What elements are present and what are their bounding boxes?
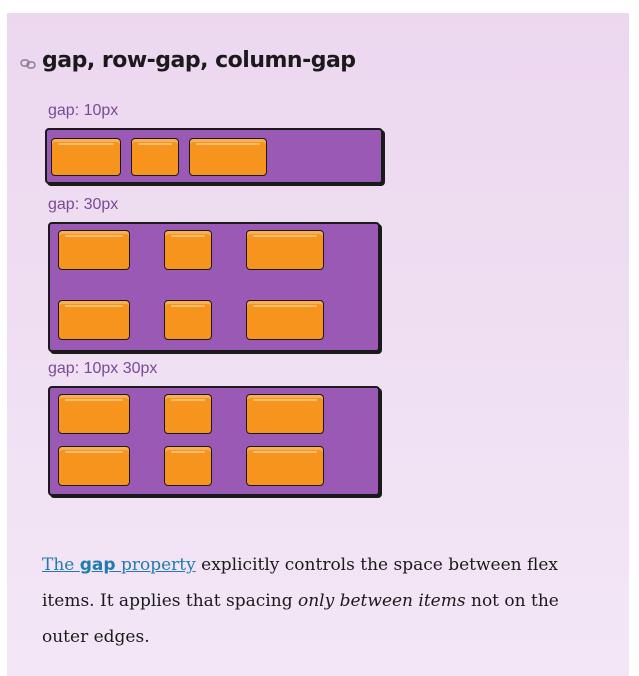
demo-label-gap-10: gap: 10px xyxy=(48,102,119,119)
link-text: The xyxy=(42,555,80,575)
flex-item xyxy=(58,230,130,270)
demo-label-gap-10-30: gap: 10px 30px xyxy=(48,360,158,377)
flex-container-gap-10-30 xyxy=(48,386,380,496)
flex-container-gap-10 xyxy=(45,128,383,184)
link-icon[interactable] xyxy=(20,53,36,69)
flex-item xyxy=(164,230,212,270)
emphasis-text: only between items xyxy=(297,591,466,611)
section-heading: gap, row-gap, column-gap xyxy=(20,48,356,73)
flex-item xyxy=(246,446,324,486)
flex-item xyxy=(246,230,324,270)
link-code: gap xyxy=(79,555,116,575)
section-title: gap, row-gap, column-gap xyxy=(42,48,356,73)
demo-label-gap-30: gap: 30px xyxy=(48,196,119,213)
flex-item xyxy=(131,138,179,176)
flex-item xyxy=(246,300,324,340)
description-paragraph: The gap property explicitly controls the… xyxy=(42,547,602,655)
flex-item xyxy=(164,446,212,486)
link-text: property xyxy=(115,555,196,575)
flex-item xyxy=(164,300,212,340)
flex-item xyxy=(164,394,212,434)
flex-item xyxy=(58,446,130,486)
flex-item xyxy=(51,138,121,176)
paragraph-text: not on the outer edges. xyxy=(42,591,559,647)
paragraph-text: explicitly controls the space between fl… xyxy=(42,555,558,611)
gap-property-link[interactable]: The gap property xyxy=(42,555,196,575)
flex-item xyxy=(58,300,130,340)
flex-item xyxy=(58,394,130,434)
flex-item xyxy=(246,394,324,434)
flex-container-gap-30 xyxy=(48,222,380,352)
flex-item xyxy=(189,138,267,176)
